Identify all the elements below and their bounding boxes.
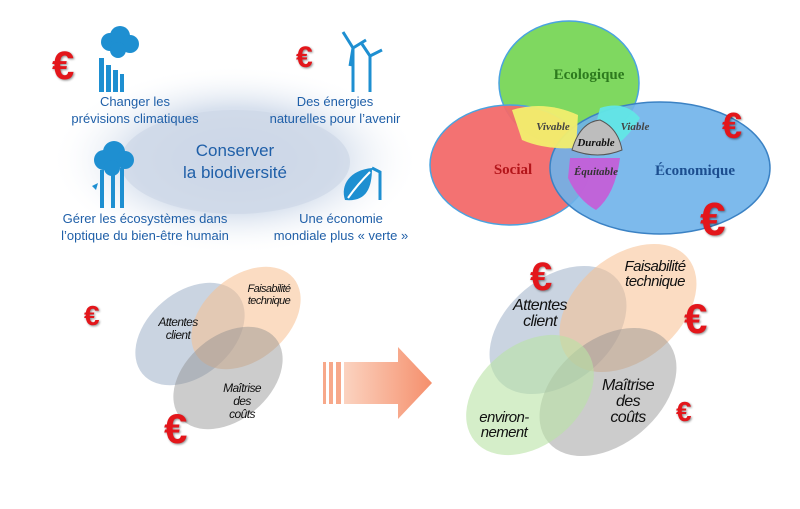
euro-icon: € <box>684 295 708 342</box>
label-line: Conserver <box>195 141 275 160</box>
label-economie-verte: Une économie mondiale plus « verte » <box>266 210 416 244</box>
large-venn <box>466 243 697 457</box>
label-line: Des énergies <box>296 94 374 109</box>
label-gerer-ecosystemes: Gérer les écosystèmes dans l’optique du … <box>50 210 240 244</box>
label-line: mondiale plus « verte » <box>273 228 409 243</box>
label-line: prévisions climatiques <box>71 111 199 126</box>
label-line: Faisabilité <box>624 258 687 275</box>
environnement-ellipse <box>466 334 594 456</box>
label-equitable: Équitable <box>573 166 618 178</box>
sustainability-venn <box>429 20 771 235</box>
label-economique: Économique <box>654 163 735 179</box>
label-changer-previsions: Changer les prévisions climatiques <box>60 93 210 127</box>
trees-icon <box>92 141 134 208</box>
equitable-zone <box>568 158 620 210</box>
label-durable: Durable <box>577 137 615 149</box>
label-line: Faisabilité <box>247 283 292 295</box>
transition-arrow <box>323 347 432 419</box>
label-viable: Viable <box>620 121 650 133</box>
factory-cloud-icon <box>99 26 139 92</box>
euro-icon: € <box>700 193 726 245</box>
label-conserver-biodiversite: Conserver la biodiversité <box>160 140 310 184</box>
label-energies-naturelles: Des énergies naturelles pour l’avenir <box>265 93 405 127</box>
label-line: client <box>523 313 557 330</box>
label-line: environ- <box>479 409 529 426</box>
biodiversity-core <box>120 110 350 214</box>
label-line: la biodiversité <box>183 163 287 182</box>
label-line: nement <box>480 424 528 441</box>
label-line: coûts <box>610 409 646 426</box>
label-line: Maîtrise <box>223 381 261 395</box>
euro-icon: € <box>530 255 553 299</box>
label-environnement: environ- nement <box>466 410 542 440</box>
label-line: Gérer les écosystèmes dans <box>62 211 228 226</box>
label-line: Maîtrise <box>601 377 655 394</box>
label-line: naturelles pour l’avenir <box>269 111 401 126</box>
euro-icon: € <box>296 41 313 74</box>
label-line: technique <box>247 295 291 307</box>
vivable-zone <box>512 106 578 149</box>
euro-icon: € <box>164 405 188 452</box>
label-line: client <box>165 328 191 342</box>
label-line: Une économie <box>299 211 383 226</box>
label-line: technique <box>625 273 685 290</box>
leaf-fuel-pump-icon <box>343 166 382 201</box>
label-line: l’optique du bien-être humain <box>61 228 229 243</box>
small-venn <box>135 266 301 430</box>
label-social: Social <box>493 162 533 178</box>
wind-turbine-icon <box>341 31 383 92</box>
label-attentes-client-small: Attentes client <box>148 316 208 342</box>
euro-icon: € <box>84 300 100 331</box>
label-faisabilite-small: Faisabilité technique <box>234 283 304 307</box>
maitrise-couts-ellipse <box>173 326 283 430</box>
euro-icon: € <box>722 105 743 146</box>
label-faisabilite-large: Faisabilité technique <box>612 259 698 289</box>
label-attentes-client-large: Attentes client <box>502 298 578 330</box>
label-line: Attentes <box>158 315 198 329</box>
faisabilite-ellipse-large <box>559 243 697 373</box>
label-line: Changer les <box>99 94 171 109</box>
label-maitrise-small: Maîtrise des coûts <box>212 382 272 421</box>
euro-icon: € <box>676 396 692 427</box>
label-ecologique: Ecologique <box>553 67 625 83</box>
label-vivable: Vivable <box>536 121 570 133</box>
durable-zone <box>571 119 623 156</box>
label-line: coûts <box>229 407 255 421</box>
label-line: Attentes <box>513 297 568 314</box>
euro-icon: € <box>52 44 75 88</box>
label-line: des <box>233 394 251 408</box>
faisabilite-ellipse <box>191 266 301 370</box>
label-maitrise-large: Maîtrise des coûts <box>590 378 666 426</box>
label-line: des <box>616 393 641 410</box>
